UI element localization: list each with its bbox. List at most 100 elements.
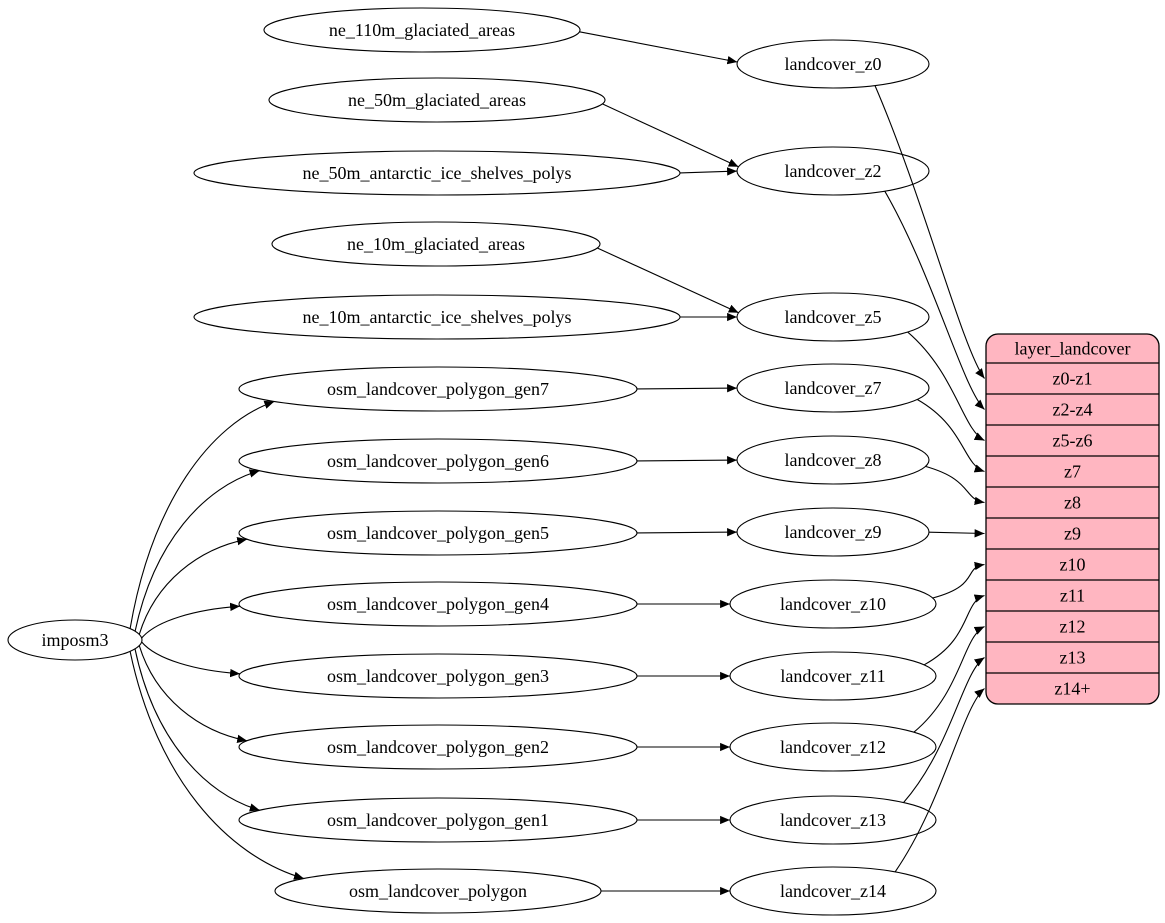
edge-landcover_z11-to-z11 [923,594,985,666]
node-label-landcover_z9: landcover_z9 [785,522,882,542]
node-landcover_z14: landcover_z14 [729,866,937,916]
edge-imposm3-to-osm_landcover_polygon_gen2 [138,645,248,743]
node-imposm3: imposm3 [7,619,143,661]
edge-imposm3-to-osm_landcover_polygon_gen3 [141,641,241,678]
node-ne_10m_antarctic_ice_shelves_polys: ne_10m_antarctic_ice_shelves_polys [193,294,681,340]
edge-landcover_z5-to-z5-z6 [907,331,985,441]
record-row-z12: z12 [1060,617,1086,637]
record-row-z11: z11 [1060,586,1085,606]
node-osm_landcover_polygon: osm_landcover_polygon [274,868,602,914]
edge-imposm3-to-osm_landcover_polygon [129,651,305,880]
record-title: layer_landcover [1015,339,1131,359]
node-label-osm_landcover_polygon_gen1: osm_landcover_polygon_gen1 [327,810,549,830]
node-shape-landcover_z2 [736,146,930,196]
node-label-osm_landcover_polygon_gen7: osm_landcover_polygon_gen7 [327,379,549,399]
edge-landcover_z7-to-z7 [917,399,985,473]
node-label-osm_landcover_polygon: osm_landcover_polygon [349,881,527,901]
node-label-osm_landcover_polygon_gen3: osm_landcover_polygon_gen3 [327,666,549,686]
edge-landcover_z2-to-z2-z4 [884,190,985,410]
node-shape-ne_50m_antarctic_ice_shelves_polys [193,150,681,196]
node-osm_landcover_polygon_gen6: osm_landcover_polygon_gen6 [238,438,638,484]
node-shape-ne_50m_glaciated_areas [268,77,606,123]
edge-ne_10m_glaciated_areas-to-landcover_z5 [597,247,739,314]
edge-imposm3-to-osm_landcover_polygon_gen5 [138,537,248,635]
node-ne_50m_glaciated_areas: ne_50m_glaciated_areas [268,77,606,123]
node-label-osm_landcover_polygon_gen5: osm_landcover_polygon_gen5 [327,523,549,543]
edge-landcover_z10-to-z10 [932,561,985,599]
node-landcover_z13: landcover_z13 [729,795,937,845]
node-shape-imposm3 [7,619,143,661]
record-row-z9: z9 [1064,524,1081,544]
edge-imposm3-to-osm_landcover_polygon_gen7 [129,400,275,629]
edge-landcover_z12-to-z12 [913,626,985,733]
record-row-z7: z7 [1064,462,1081,482]
edge-imposm3-to-osm_landcover_polygon_gen6 [134,469,260,632]
node-osm_landcover_polygon_gen5: osm_landcover_polygon_gen5 [238,510,638,556]
node-landcover_z12: landcover_z12 [729,722,937,772]
node-osm_landcover_polygon_gen7: osm_landcover_polygon_gen7 [238,366,638,412]
node-label-landcover_z2: landcover_z2 [785,161,882,181]
node-landcover_z11: landcover_z11 [729,651,937,701]
record-row-z2-z4: z2-z4 [1053,400,1093,420]
edge-osm_landcover_polygon_gen6-to-landcover_z8 [636,455,738,465]
node-landcover_z0: landcover_z0 [736,39,930,89]
node-label-ne_110m_glaciated_areas: ne_110m_glaciated_areas [329,20,515,40]
node-landcover_z7: landcover_z7 [736,363,930,413]
node-label-landcover_z7: landcover_z7 [785,378,882,398]
node-osm_landcover_polygon_gen3: osm_landcover_polygon_gen3 [238,653,638,699]
node-landcover_z8: landcover_z8 [736,435,930,485]
edge-landcover_z13-to-z13 [903,657,985,803]
node-label-ne_10m_glaciated_areas: ne_10m_glaciated_areas [347,234,525,254]
node-label-osm_landcover_polygon_gen6: osm_landcover_polygon_gen6 [327,451,549,471]
edge-landcover_z14-to-z14+ [894,688,985,873]
node-label-landcover_z0: landcover_z0 [785,54,882,74]
edge-ne_110m_glaciated_areas-to-landcover_z0 [579,31,738,65]
edge-landcover_z9-to-z9 [928,529,985,538]
node-label-ne_10m_antarctic_ice_shelves_polys: ne_10m_antarctic_ice_shelves_polys [303,307,572,327]
node-shape-osm_landcover_polygon_gen7 [238,366,638,412]
node-osm_landcover_polygon_gen2: osm_landcover_polygon_gen2 [238,724,638,770]
node-landcover_z9: landcover_z9 [736,507,930,557]
edge-osm_landcover_polygon_gen5-to-landcover_z9 [636,527,738,537]
edge-osm_landcover_polygon_gen7-to-landcover_z7 [636,383,738,393]
node-label-landcover_z5: landcover_z5 [785,307,882,327]
node-label-landcover_z12: landcover_z12 [780,737,886,757]
node-landcover_z5: landcover_z5 [736,292,930,342]
node-shape-landcover_z9 [736,507,930,557]
node-osm_landcover_polygon_gen4: osm_landcover_polygon_gen4 [238,581,638,627]
edge-ne_50m_glaciated_areas-to-landcover_z2 [602,103,739,168]
edge-imposm3-to-osm_landcover_polygon_gen1 [134,648,260,812]
node-shape-ne_110m_glaciated_areas [263,7,581,53]
record-row-z10: z10 [1060,555,1086,575]
node-landcover_z2: landcover_z2 [736,146,930,196]
record-row-z14+: z14+ [1054,679,1090,699]
record-layer_landcover: layer_landcoverz0-z1z2-z4z5-z6z7z8z9z10z… [985,333,1160,705]
node-landcover_z10: landcover_z10 [729,579,937,629]
record-row-z13: z13 [1060,648,1086,668]
node-label-landcover_z13: landcover_z13 [780,810,886,830]
node-shape-landcover_z7 [736,363,930,413]
node-shape-osm_landcover_polygon_gen5 [238,510,638,556]
node-label-osm_landcover_polygon_gen2: osm_landcover_polygon_gen2 [327,737,549,757]
node-label-landcover_z11: landcover_z11 [780,666,885,686]
node-label-landcover_z8: landcover_z8 [785,450,882,470]
node-label-landcover_z14: landcover_z14 [780,881,886,901]
node-label-imposm3: imposm3 [41,630,108,650]
record-row-z8: z8 [1064,493,1081,513]
node-shape-osm_landcover_polygon_gen6 [238,438,638,484]
node-label-ne_50m_antarctic_ice_shelves_polys: ne_50m_antarctic_ice_shelves_polys [303,163,572,183]
node-shape-ne_10m_glaciated_areas [271,221,601,267]
node-ne_110m_glaciated_areas: ne_110m_glaciated_areas [263,7,581,53]
node-label-ne_50m_glaciated_areas: ne_50m_glaciated_areas [348,90,526,110]
node-label-landcover_z10: landcover_z10 [780,594,886,614]
edge-ne_50m_antarctic_ice_shelves_polys-to-landcover_z2 [679,167,738,176]
node-ne_50m_antarctic_ice_shelves_polys: ne_50m_antarctic_ice_shelves_polys [193,150,681,196]
node-shape-landcover_z8 [736,435,930,485]
node-label-osm_landcover_polygon_gen4: osm_landcover_polygon_gen4 [327,594,549,614]
edge-imposm3-to-osm_landcover_polygon_gen4 [141,602,241,639]
edge-landcover_z0-to-z0-z1 [874,85,985,379]
record-row-z5-z6: z5-z6 [1053,431,1093,451]
edge-landcover_z8-to-z8 [925,465,985,506]
